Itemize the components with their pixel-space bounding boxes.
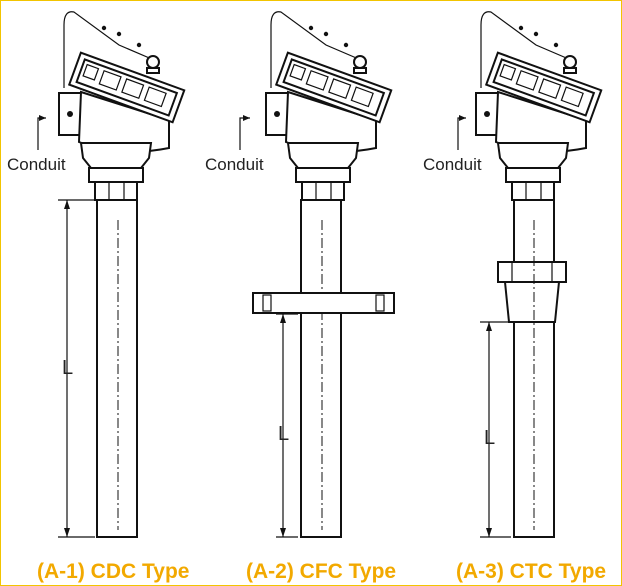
flange-a2 bbox=[252, 292, 395, 314]
sheath-a1 bbox=[96, 199, 138, 538]
conduit-label-a3: Conduit bbox=[423, 155, 482, 174]
sheath-a3 bbox=[513, 321, 555, 538]
conduit-label-a2: Conduit bbox=[205, 155, 264, 174]
caption-a2: (A-2) CFC Type bbox=[246, 560, 396, 583]
length-label-a3: L bbox=[484, 427, 495, 449]
diagram-a1 bbox=[37, 10, 186, 538]
terminal-head-a1 bbox=[58, 10, 186, 201]
sheath-a2 bbox=[300, 199, 342, 538]
compression-fitting-a3 bbox=[497, 261, 567, 283]
length-label-a1: L bbox=[62, 357, 73, 379]
length-label-a2: L bbox=[278, 423, 289, 445]
conduit-label-a1: Conduit bbox=[7, 155, 66, 174]
caption-a3: (A-3) CTC Type bbox=[456, 560, 606, 583]
caption-a1: (A-1) CDC Type bbox=[37, 560, 189, 583]
diagram-a2 bbox=[239, 10, 395, 538]
terminal-head-a3 bbox=[475, 10, 603, 201]
terminal-head-a2 bbox=[265, 10, 393, 201]
diagram-a3 bbox=[457, 10, 603, 538]
